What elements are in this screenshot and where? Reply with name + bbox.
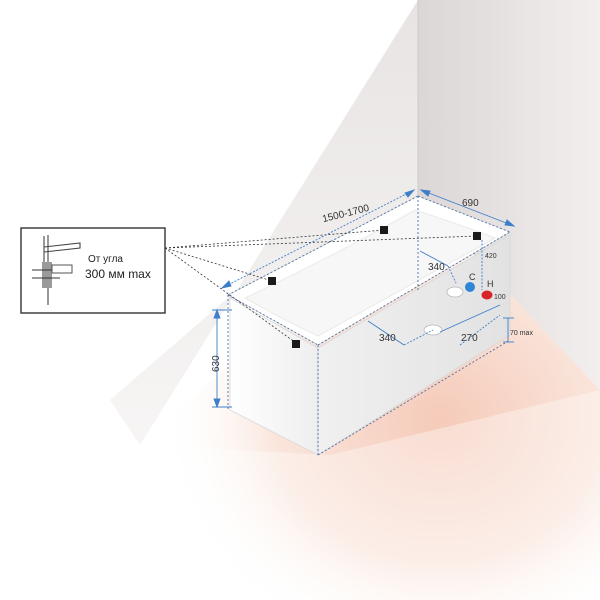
inset-detail: От угла 300 мм max — [20, 227, 166, 314]
hot-pipe-label: H — [487, 279, 494, 289]
drain-front-dimension — [367, 320, 434, 346]
length-dimension — [220, 189, 416, 289]
tub-dotted-outline — [227, 195, 511, 456]
drain-front-label: 340 — [379, 333, 396, 344]
left-wall-shade — [110, 0, 418, 445]
right-wall — [418, 0, 600, 390]
drain-wall-dimension — [419, 250, 457, 284]
width-label: 690 — [462, 198, 479, 209]
bracket-marker-back-left — [380, 226, 388, 234]
inset-line2: 300 мм max — [85, 267, 151, 281]
cold-pipe — [465, 282, 475, 292]
inset-leader-lines — [164, 229, 478, 344]
inset-line1: От угла — [88, 254, 123, 265]
hot-pipe — [481, 290, 493, 300]
drain-side-dimension — [439, 304, 501, 346]
pipe-height-label: 420 — [485, 253, 497, 260]
floor-fade — [140, 390, 600, 600]
drain-outlet-upper — [446, 286, 464, 298]
pipe-spacing-label: 100 — [494, 294, 506, 301]
drain-side-label: 270 — [461, 333, 478, 344]
width-dimension — [419, 189, 516, 227]
floor-gap-dimension — [503, 317, 514, 343]
bracket-marker-back-right — [473, 232, 481, 240]
inset-tub-edge — [51, 264, 73, 274]
bathtub-inner-rim — [244, 209, 496, 337]
drain-wall-label: 340 — [428, 262, 445, 273]
bracket-marker-front-left — [268, 277, 276, 285]
bracket-marker-front-right — [292, 340, 300, 348]
height-label: 630 — [211, 355, 222, 372]
floor-gap-label: 70 max — [510, 330, 533, 337]
height-dimension — [212, 308, 232, 409]
cold-pipe-label: C — [469, 272, 476, 282]
inset-bracket-plate — [42, 262, 52, 288]
